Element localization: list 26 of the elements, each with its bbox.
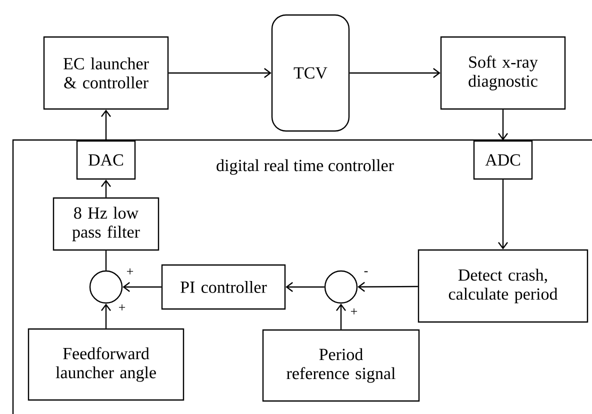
process-box: Soft x-ray diagnostic xyxy=(440,36,566,110)
process-box: EC launcher & controller xyxy=(43,36,169,110)
process-box: Detect crash, calculate period xyxy=(418,249,588,323)
process-box: Feedforward launcher angle xyxy=(28,328,184,401)
summing-junction xyxy=(89,270,123,304)
arrow xyxy=(336,304,346,330)
process-box: 8 Hz low pass filter xyxy=(52,197,160,251)
rounded-box: TCV xyxy=(271,14,350,132)
process-box: Period reference signal xyxy=(262,329,420,402)
sign-label: + xyxy=(126,268,134,274)
arrow xyxy=(168,68,272,78)
process-box: PI controller xyxy=(161,264,286,310)
process-box: DAC xyxy=(76,140,136,180)
sign-label: + xyxy=(350,308,358,314)
arrow xyxy=(101,110,111,140)
process-box: ADC xyxy=(473,140,533,180)
arrow xyxy=(498,110,508,140)
arrow xyxy=(286,282,324,292)
arrow xyxy=(498,180,508,250)
sign-label: + xyxy=(118,304,126,310)
arrow xyxy=(101,304,111,328)
summing-junction xyxy=(324,270,358,304)
arrow xyxy=(358,282,418,292)
arrow xyxy=(122,282,162,292)
arrow xyxy=(101,180,111,198)
arrow xyxy=(350,68,440,78)
